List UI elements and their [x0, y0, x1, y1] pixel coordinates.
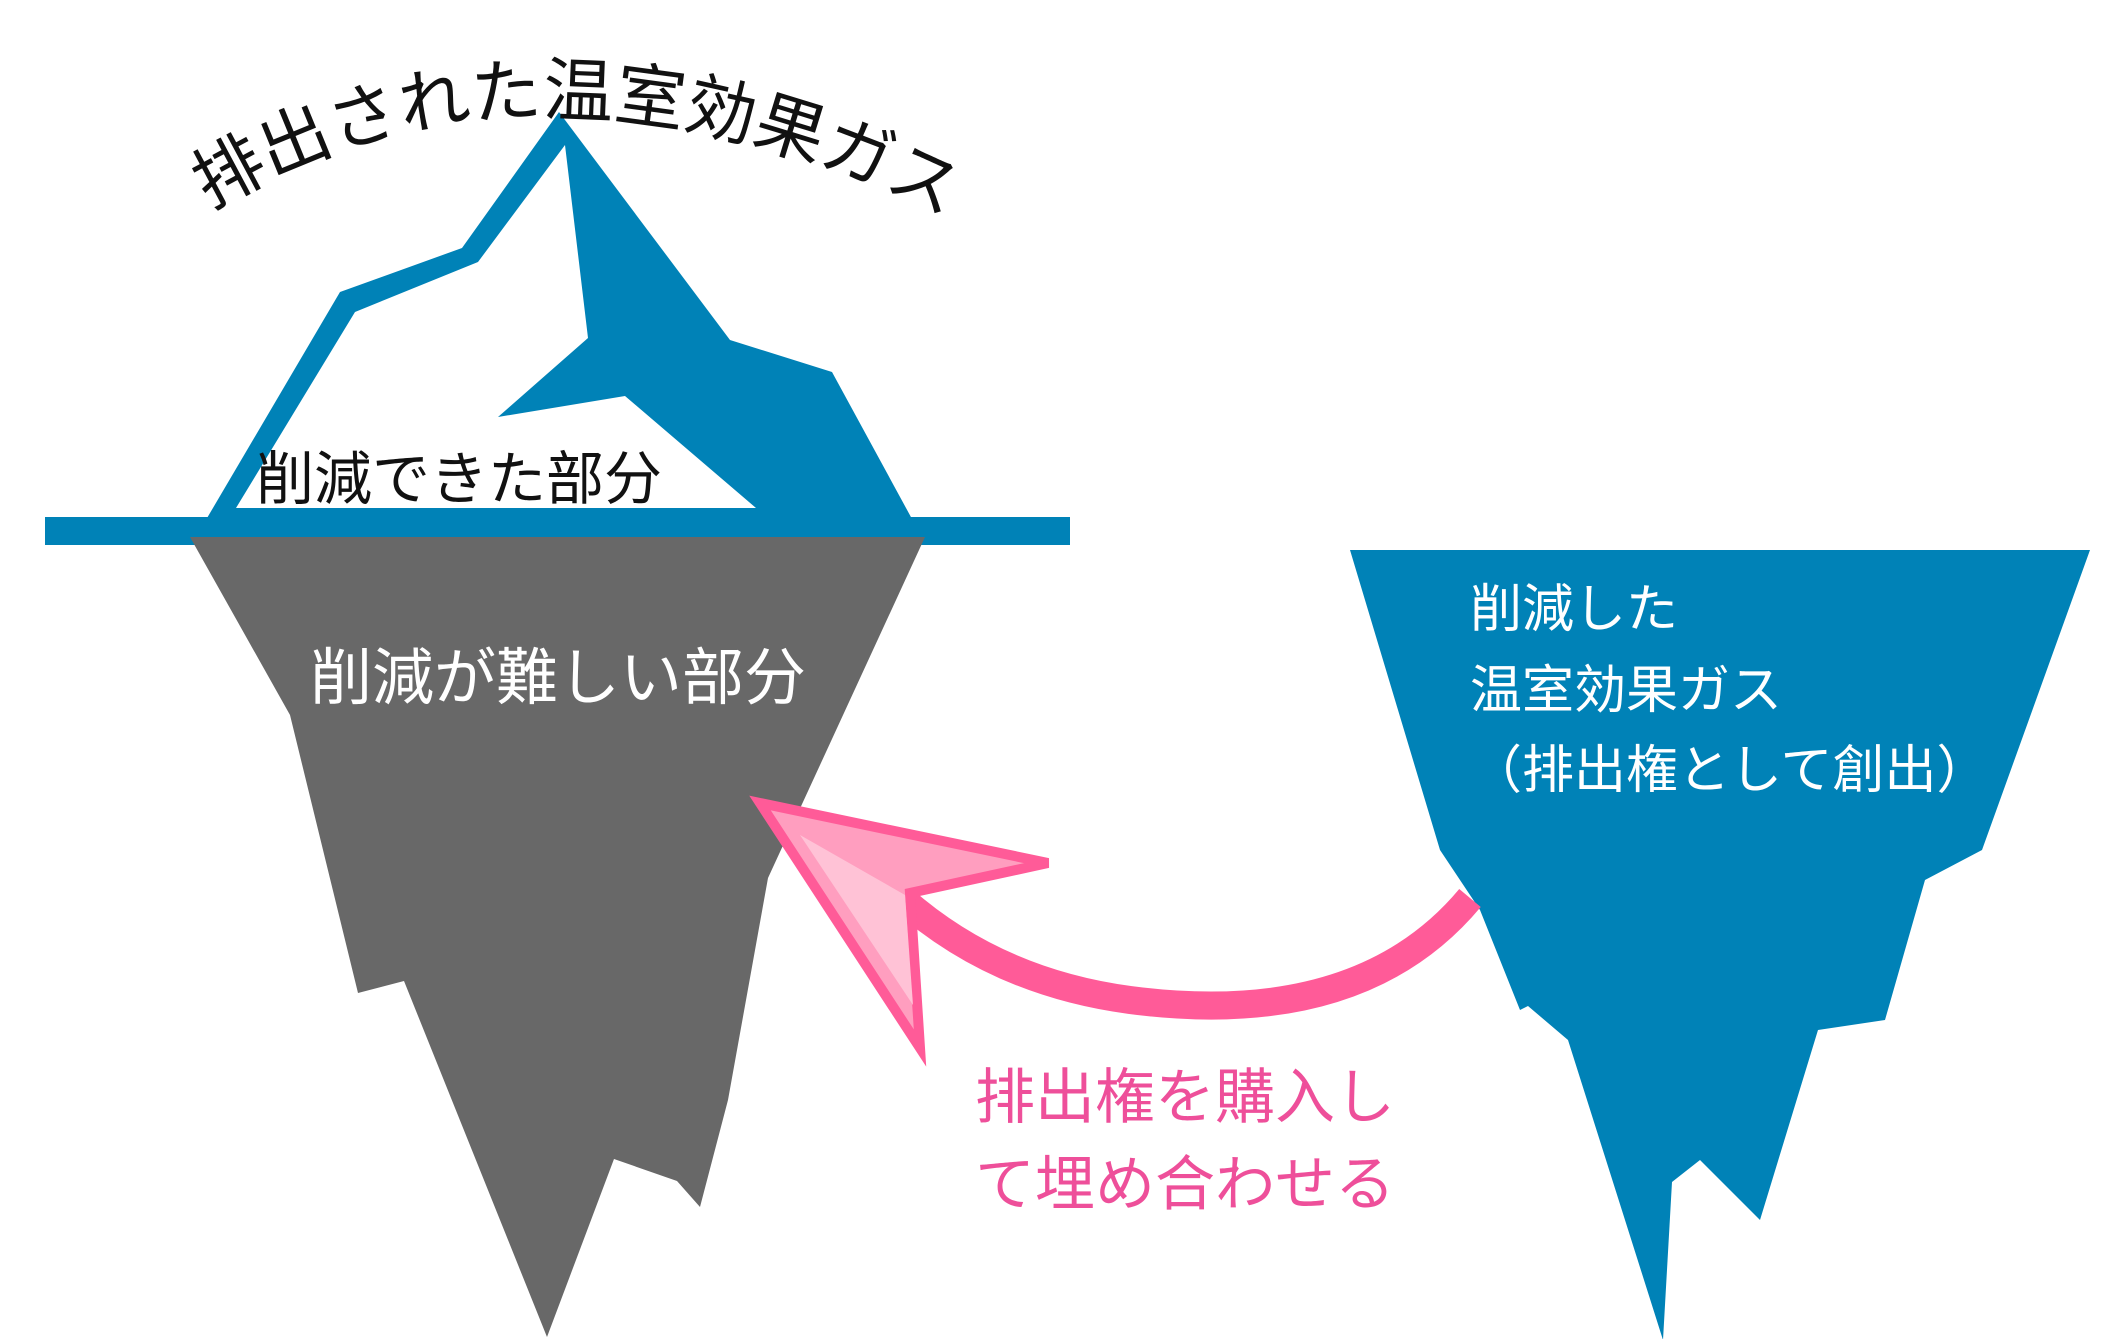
offset-label-line2: て埋め合わせる [975, 1150, 1395, 1220]
hard-to-reduce-label: 削減が難しい部分 [310, 641, 807, 714]
iceberg-underwater [190, 537, 925, 1337]
reduced-part-label: 削減できた部分 [256, 445, 663, 513]
offset-label-line1: 排出権を購入し [975, 1063, 1395, 1133]
reduced-gas-label: 削減した 温室効果ガス （排出権として創出） [1470, 570, 2030, 812]
offset-arrow-shaft [870, 868, 1481, 1020]
reduced-gas-label-line2: 温室効果ガス [1470, 660, 1783, 721]
reduced-area [236, 145, 756, 508]
reduced-gas-iceberg [1350, 550, 2090, 1339]
reduced-gas-label-line3: （排出権として創出） [1470, 741, 1989, 802]
offset-arrow-head-highlight [800, 835, 913, 1005]
offset-label: 排出権を購入し て埋め合わせる [975, 1055, 1395, 1229]
reduced-gas-label-line1: 削減した [1470, 580, 1679, 640]
